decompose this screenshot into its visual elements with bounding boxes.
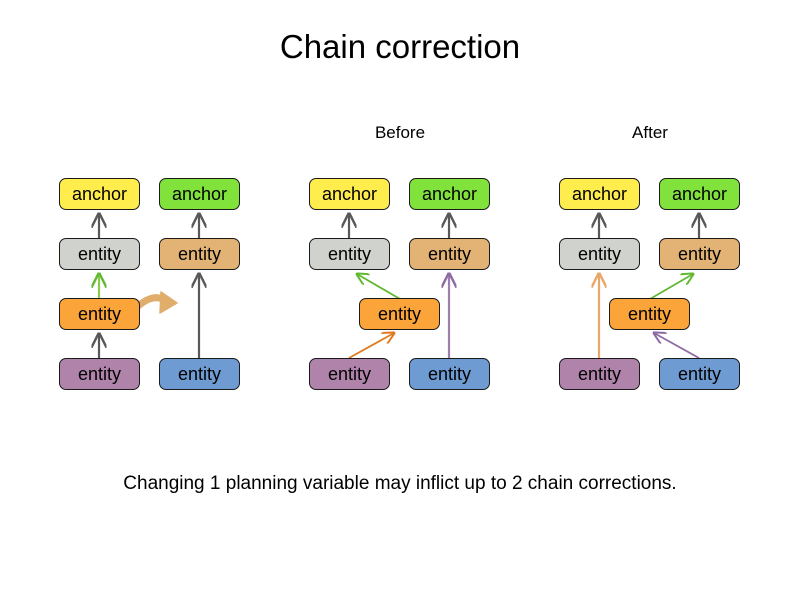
edge-orange-to-gray <box>357 274 401 300</box>
node-entity-purple-before[interactable]: entity <box>309 358 390 390</box>
slide-caption: Changing 1 planning variable may inflict… <box>123 473 677 494</box>
edge-blue-to-orange <box>654 333 700 359</box>
node-anchor-yellow-before[interactable]: anchor <box>309 178 390 210</box>
edge-group-before <box>348 214 449 359</box>
node-entity-gray-before[interactable]: entity <box>309 238 390 270</box>
node-entity-tan-before[interactable]: entity <box>409 238 490 270</box>
node-entity-tan-after[interactable]: entity <box>659 238 740 270</box>
panel-label-before: Before <box>374 123 426 142</box>
edge-purple-to-orange <box>348 333 394 359</box>
node-anchor-yellow-after[interactable]: anchor <box>559 178 640 210</box>
node-entity-blue-before[interactable]: entity <box>409 358 490 390</box>
edge-orange-to-tan <box>649 274 693 300</box>
move-arrow-head-icon <box>159 291 178 314</box>
node-entity-orange-after[interactable]: entity <box>609 298 690 330</box>
node-entity-tan-initial[interactable]: entity <box>159 238 240 270</box>
node-anchor-green-before[interactable]: anchor <box>409 178 490 210</box>
node-anchor-yellow-initial[interactable]: anchor <box>59 178 140 210</box>
edge-group-after <box>599 214 700 359</box>
node-anchor-green-initial[interactable]: anchor <box>159 178 240 210</box>
node-entity-purple-initial[interactable]: entity <box>59 358 140 390</box>
node-entity-blue-initial[interactable]: entity <box>159 358 240 390</box>
page-title: Chain correction <box>279 28 521 65</box>
node-entity-gray-after[interactable]: entity <box>559 238 640 270</box>
node-entity-orange-before[interactable]: entity <box>359 298 440 330</box>
panel-label-after: After <box>632 123 668 142</box>
node-anchor-green-after[interactable]: anchor <box>659 178 740 210</box>
edge-group-initial <box>99 214 199 358</box>
node-entity-orange-initial[interactable]: entity <box>59 298 140 330</box>
node-entity-purple-after[interactable]: entity <box>559 358 640 390</box>
node-entity-blue-after[interactable]: entity <box>659 358 740 390</box>
node-entity-gray-initial[interactable]: entity <box>59 238 140 270</box>
